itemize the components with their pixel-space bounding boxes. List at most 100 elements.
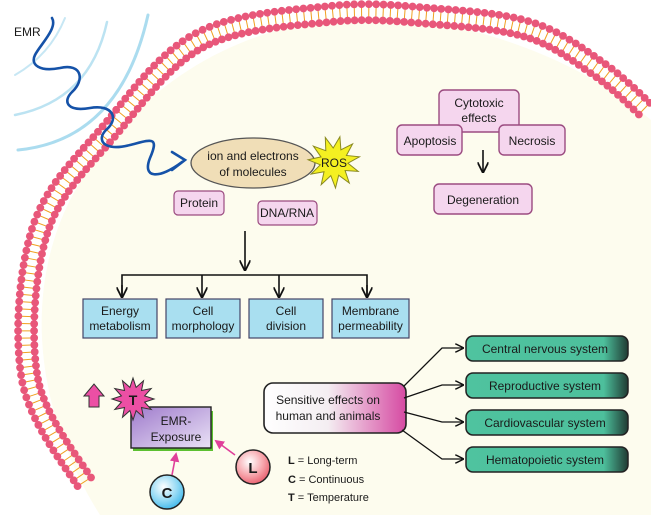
lipid-head xyxy=(513,30,522,39)
lipid-head xyxy=(634,110,643,119)
lipid-head xyxy=(224,33,233,42)
lipid-head xyxy=(56,172,65,180)
lipid-tail xyxy=(468,14,471,25)
lipid-head xyxy=(545,42,553,51)
lipid-head xyxy=(519,32,528,41)
svg-text:Apoptosis: Apoptosis xyxy=(404,134,457,148)
lipid-head xyxy=(51,419,60,428)
lipid-head xyxy=(502,12,511,21)
lipid-head xyxy=(450,22,459,30)
lipid-tail xyxy=(231,22,235,33)
lipid-head xyxy=(24,239,32,248)
lipid-head xyxy=(14,334,23,343)
lipid-head xyxy=(198,25,207,34)
lipid-head xyxy=(116,100,125,109)
ion-electrons-ellipse: ion and electrons of molecules xyxy=(190,137,316,189)
lipid-tail xyxy=(32,236,43,240)
lipid-head xyxy=(444,5,453,14)
lipid-head xyxy=(386,1,395,9)
lipid-tail xyxy=(71,466,81,474)
lipid-tail xyxy=(461,13,464,24)
lipid-tail xyxy=(76,160,85,168)
svg-text:ROS: ROS xyxy=(321,156,347,170)
lipid-head xyxy=(14,312,23,321)
lipid-head xyxy=(212,20,221,29)
lipid-head xyxy=(31,355,40,363)
lipid-head xyxy=(234,14,243,22)
svg-text:Protein: Protein xyxy=(180,196,218,210)
lipid-head xyxy=(155,56,164,65)
lipid-tail xyxy=(550,34,556,45)
lipid-tail xyxy=(339,8,341,19)
lipid-head xyxy=(531,19,540,28)
svg-text:Degeneration: Degeneration xyxy=(447,193,519,207)
lipid-head xyxy=(584,47,592,56)
lipid-head xyxy=(466,7,474,16)
lipid-head xyxy=(471,24,480,32)
lipid-tail xyxy=(614,80,622,89)
lipid-tail xyxy=(630,94,638,103)
lipid-head xyxy=(79,143,88,152)
lipid-tail xyxy=(217,26,222,37)
lipid-tail xyxy=(418,10,420,21)
lipid-head xyxy=(437,4,446,13)
lipid-tail xyxy=(619,84,628,93)
lipid-tail xyxy=(141,83,150,91)
lipid-head xyxy=(15,356,24,365)
svg-text:human and animals: human and animals xyxy=(276,409,381,423)
lipid-head xyxy=(614,90,622,99)
lipid-head xyxy=(32,361,40,370)
lipid-head xyxy=(39,243,48,251)
lipid-tail xyxy=(183,43,191,53)
lipid-head xyxy=(393,17,401,26)
lipid-head xyxy=(217,35,226,44)
lipid-tail xyxy=(317,10,320,21)
lipid-tail xyxy=(396,8,399,19)
lipid-head xyxy=(33,277,42,286)
svg-text:Cell: Cell xyxy=(193,304,214,318)
lipid-head xyxy=(187,50,196,59)
lipid-head xyxy=(156,77,165,86)
temperature-burst-icon: T xyxy=(110,376,156,422)
lipid-tail xyxy=(25,272,36,275)
lipid-head xyxy=(608,86,617,95)
lipid-tail xyxy=(446,12,449,23)
lipid-head xyxy=(480,8,489,17)
lipid-head xyxy=(182,54,191,63)
lipid-head xyxy=(205,22,214,31)
svg-text:permeability: permeability xyxy=(338,319,403,333)
lipid-head xyxy=(293,21,302,30)
lipid-head xyxy=(364,0,373,9)
protein-box: Protein xyxy=(173,190,225,216)
lipid-head xyxy=(601,60,610,69)
lipid-head xyxy=(60,166,69,174)
degeneration-box: Degeneration xyxy=(433,183,533,215)
lipid-tail xyxy=(23,372,34,376)
lipid-tail xyxy=(489,16,492,27)
lipid-head xyxy=(64,187,73,196)
lipid-head xyxy=(14,319,23,328)
lipid-head xyxy=(301,20,309,29)
lipid-head xyxy=(70,154,78,163)
lipid-head xyxy=(147,88,156,97)
lipid-head xyxy=(219,18,228,26)
cytotoxic-effects-box: Cytotoxic effects xyxy=(438,89,520,133)
lipid-head xyxy=(69,181,77,190)
svg-text:Hematopoietic system: Hematopoietic system xyxy=(486,453,604,467)
lipid-head xyxy=(574,60,583,69)
lipid-tail xyxy=(574,49,581,59)
lipid-tail xyxy=(603,70,611,80)
lipid-head xyxy=(473,8,482,16)
lipid-head xyxy=(342,0,351,9)
lipid-head xyxy=(313,3,322,12)
svg-text:metabolism: metabolism xyxy=(89,319,150,333)
lipid-head xyxy=(14,326,22,335)
lipid-head xyxy=(394,1,403,10)
lipid-head xyxy=(45,407,54,416)
svg-text:T: T xyxy=(129,392,138,408)
svg-text:effects: effects xyxy=(461,111,496,125)
lipid-head xyxy=(15,290,24,299)
lipid-tail xyxy=(150,72,159,81)
lipid-head xyxy=(30,341,39,349)
